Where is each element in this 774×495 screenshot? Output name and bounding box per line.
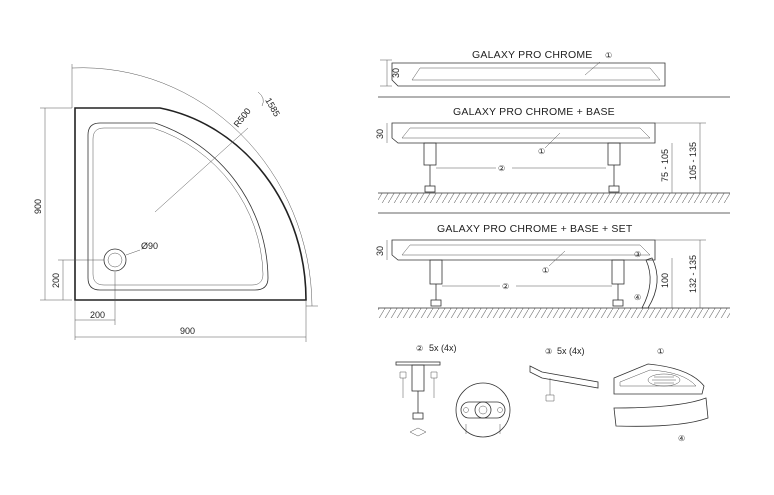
dim-width-label: 900 bbox=[180, 326, 195, 336]
front-panel bbox=[641, 257, 658, 309]
callout-1: ① bbox=[538, 147, 545, 156]
dim-30-label: 30 bbox=[375, 129, 385, 139]
variant-chrome: GALAXY PRO CHROME ① 30 bbox=[378, 49, 730, 98]
tray-section bbox=[391, 62, 666, 87]
qty-label: 5x (4x) bbox=[557, 346, 585, 356]
bracket-icon bbox=[529, 365, 599, 402]
variant-chrome-base-set: GALAXY PRO CHROME + BASE + SET ① ② ③ ④ 3… bbox=[375, 223, 730, 318]
callout-1: ① bbox=[657, 347, 664, 356]
dim-range-label: 132 - 135 bbox=[688, 255, 698, 293]
parts-tray-panel: ① ④ bbox=[613, 347, 709, 443]
tray-basin bbox=[87, 122, 269, 291]
callout-1: ① bbox=[605, 51, 612, 60]
leg-assembly-icon bbox=[395, 361, 441, 437]
callout-2: ② bbox=[502, 282, 509, 291]
tray-section bbox=[391, 122, 656, 144]
tray-outline bbox=[74, 107, 307, 301]
leg-icon bbox=[429, 259, 443, 307]
leg-icon bbox=[607, 142, 621, 193]
dim-radius-label: R500 bbox=[232, 106, 253, 129]
callout-4: ④ bbox=[678, 434, 685, 443]
variant-chrome-base: GALAXY PRO CHROME + BASE ① ② 30 75 - 105… bbox=[375, 106, 730, 214]
drain-icon bbox=[103, 248, 127, 272]
dim-arc-label: 1585 bbox=[263, 96, 282, 118]
variant-title: GALAXY PRO CHROME bbox=[472, 49, 592, 61]
leg-icon bbox=[423, 142, 437, 193]
dim-range-label: 75 - 105 bbox=[660, 149, 670, 182]
dim-height-label: 900 bbox=[33, 199, 43, 214]
plan-view: Ø90 R500 1585 900 200 200 900 bbox=[33, 64, 318, 342]
tray-3d-icon bbox=[613, 363, 705, 395]
arc-dimension bbox=[71, 67, 313, 307]
callout-2: ② bbox=[416, 344, 423, 353]
callout-2: ② bbox=[498, 164, 505, 173]
parts-brackets: ③ 5x (4x) bbox=[529, 346, 599, 402]
callout-3: ③ bbox=[545, 347, 552, 356]
parts-legs: ② 5x (4x) bbox=[395, 343, 511, 438]
dim-30-label: 30 bbox=[391, 68, 401, 78]
callout-3: ③ bbox=[634, 250, 641, 259]
dim-drain-x-label: 200 bbox=[90, 310, 105, 320]
callout-4: ④ bbox=[634, 293, 641, 302]
dim-100-label: 100 bbox=[660, 273, 670, 288]
dim-30-label: 30 bbox=[375, 246, 385, 256]
variant-title: GALAXY PRO CHROME + BASE bbox=[453, 106, 615, 118]
callout-1: ① bbox=[542, 266, 549, 275]
qty-label: 5x (4x) bbox=[429, 343, 457, 353]
floor-hatch bbox=[378, 308, 730, 318]
front-panel-3d-icon bbox=[613, 397, 709, 427]
floor-hatch bbox=[378, 193, 730, 203]
dim-drain-y-label: 200 bbox=[51, 273, 61, 288]
tray-section bbox=[391, 239, 656, 261]
variant-title: GALAXY PRO CHROME + BASE + SET bbox=[437, 223, 633, 235]
dim-drain-label: Ø90 bbox=[141, 241, 158, 251]
leg-icon bbox=[611, 259, 625, 307]
dim-range-label: 105 - 135 bbox=[688, 142, 698, 180]
leg-base-detail-icon bbox=[455, 382, 511, 438]
